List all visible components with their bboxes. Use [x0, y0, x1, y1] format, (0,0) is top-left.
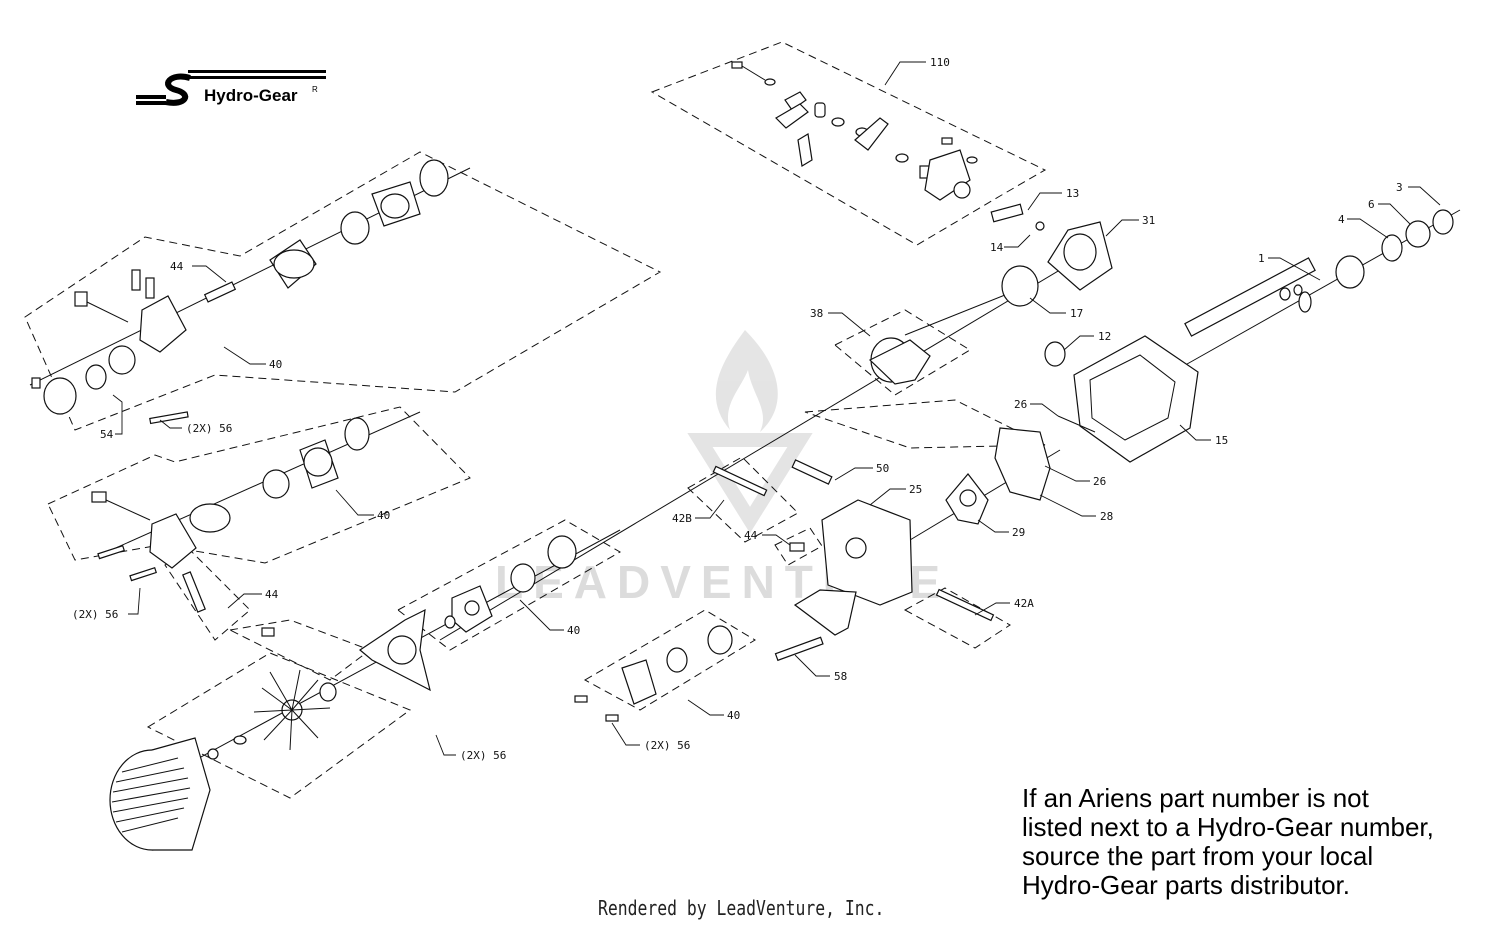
callout-56-bottom: (2X) 56	[644, 739, 690, 752]
registered-mark: R	[312, 85, 318, 94]
callout-6: 6	[1368, 198, 1375, 211]
callout-42a: 42A	[1014, 597, 1034, 610]
outline-40d	[583, 609, 756, 711]
callout-40-middle: 40	[377, 509, 390, 522]
callout-40-bottom: 40	[727, 709, 740, 722]
outline-44c	[774, 527, 823, 566]
outline-40c	[397, 519, 621, 651]
callout-40-lower: 40	[567, 624, 580, 637]
top-pump-group	[31, 159, 449, 425]
transmission-body	[712, 203, 1454, 662]
callout-40-top: 40	[269, 358, 282, 371]
shroud-grille	[111, 757, 191, 833]
outline-110	[650, 41, 1047, 246]
linkage-kit-110	[731, 61, 978, 201]
outline-mid-pump	[47, 406, 471, 564]
callout-44-middle: 44	[265, 588, 279, 601]
callout-56-middle: (2X) 56	[72, 608, 118, 621]
outline-38	[834, 309, 971, 396]
callout-44-top: 44	[170, 260, 184, 273]
callout-42b: 42B	[672, 512, 692, 525]
callout-26-upper: 26	[1014, 398, 1027, 411]
callout-15: 15	[1215, 434, 1228, 447]
callout-56-top: (2X) 56	[186, 422, 232, 435]
hydro-gear-logo: Hydro-Gear R	[136, 70, 326, 106]
callout-26-lower: 26	[1093, 475, 1106, 488]
assembly-axes	[29, 167, 1461, 791]
callout-54: 54	[100, 428, 114, 441]
render-credit: Rendered by LeadVenture, Inc.	[598, 896, 885, 920]
outline-42a	[903, 587, 1011, 649]
callout-58: 58	[834, 670, 847, 683]
callout-38: 38	[810, 307, 823, 320]
lower-pump-and-fan	[109, 535, 733, 851]
brand-name: Hydro-Gear	[204, 86, 298, 105]
callout-56-fan: (2X) 56	[460, 749, 506, 762]
leader-lines	[112, 61, 1441, 756]
callout-3: 3	[1396, 181, 1403, 194]
callout-110: 110	[930, 56, 950, 69]
outline-42b	[687, 456, 799, 543]
sourcing-note: If an Ariens part number is not listed n…	[1022, 783, 1434, 900]
callout-1: 1	[1258, 252, 1265, 265]
callout-44-right: 44	[744, 529, 758, 542]
callout-4: 4	[1338, 213, 1345, 226]
outline-26	[804, 399, 1046, 449]
middle-pump-group	[91, 417, 370, 613]
outline-top-pump	[24, 151, 662, 431]
callout-17: 17	[1070, 307, 1083, 320]
callout-labels: 110 13 14 31 3 6 4 1 17 38 12 26 15 26 5…	[72, 56, 1403, 762]
callout-29: 29	[1012, 526, 1025, 539]
callout-12: 12	[1098, 330, 1111, 343]
callout-25: 25	[909, 483, 922, 496]
callout-14: 14	[990, 241, 1004, 254]
group-outlines	[24, 41, 1047, 799]
callout-31: 31	[1142, 214, 1155, 227]
callout-28: 28	[1100, 510, 1113, 523]
outline-fan	[146, 652, 412, 799]
callout-13: 13	[1066, 187, 1079, 200]
callout-50: 50	[876, 462, 889, 475]
